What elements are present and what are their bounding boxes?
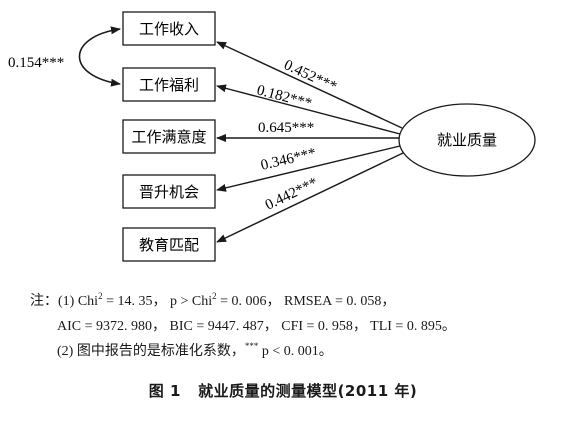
note1-rest: = 0. 006， RMSEA = 0. 058， [216, 294, 396, 309]
indicator-box-education-match: 教育匹配 [122, 227, 216, 262]
loading-arrow-income [216, 41, 403, 129]
indicator-box-promotion: 晋升机会 [122, 174, 216, 209]
measurement-model-diagram: 工作收入 工作福利 工作满意度 晋升机会 教育匹配 就业质量 0.452*** … [8, 11, 536, 262]
loading-arrow-promotion [216, 145, 401, 192]
latent-factor-label: 就业质量 [437, 131, 497, 149]
note3-rest: p < 0. 001。 [258, 344, 333, 359]
covariance-label: 0.154*** [8, 55, 64, 71]
indicator-box-income: 工作收入 [122, 11, 216, 46]
latent-factor-ellipse: 就业质量 [398, 103, 536, 177]
note1-mid: = 14. 35， p > Chi [102, 294, 213, 309]
indicator-label-income: 工作收入 [139, 20, 199, 38]
loading-arrow-education-match [216, 152, 404, 243]
indicator-label-education-match: 教育匹配 [139, 236, 199, 254]
indicator-label-promotion: 晋升机会 [139, 183, 199, 201]
note-standardized-line: (2) 图中报告的是标准化系数，*** p < 0. 001。 [57, 341, 333, 361]
loading-label-promotion: 0.346*** [259, 145, 317, 174]
note-fit-statistics-line2: AIC = 9372. 980， BIC = 9447. 487， CFI = … [57, 318, 456, 336]
covariance-curve [78, 26, 121, 87]
loading-label-education-match: 0.442*** [263, 175, 321, 214]
note-fit-statistics-line1: 注：(1) Chi2 = 14. 35， p > Chi2 = 0. 006， … [30, 291, 396, 311]
note3-prefix: (2) 图中报告的是标准化系数， [57, 344, 245, 359]
figure-caption: 图 1 就业质量的测量模型(2011 年) [0, 380, 566, 401]
indicator-label-benefits: 工作福利 [139, 76, 199, 94]
figure-number: 图 1 [148, 382, 181, 400]
note1-sup2: 2 [212, 291, 217, 301]
indicator-box-satisfaction: 工作满意度 [122, 119, 216, 154]
note1-sup: 2 [98, 291, 103, 301]
loading-arrow-benefits [216, 84, 401, 135]
indicator-label-satisfaction: 工作满意度 [131, 128, 206, 146]
note1-prefix: 注：(1) Chi [30, 294, 99, 309]
note2-text: AIC = 9372. 980， BIC = 9447. 487， CFI = … [57, 319, 456, 334]
figure-title: 就业质量的测量模型(2011 年) [198, 382, 418, 400]
loading-label-satisfaction: 0.645*** [258, 120, 314, 136]
indicator-box-benefits: 工作福利 [122, 67, 216, 102]
note3-sup: *** [244, 341, 259, 351]
loading-label-benefits: 0.182*** [255, 82, 313, 112]
